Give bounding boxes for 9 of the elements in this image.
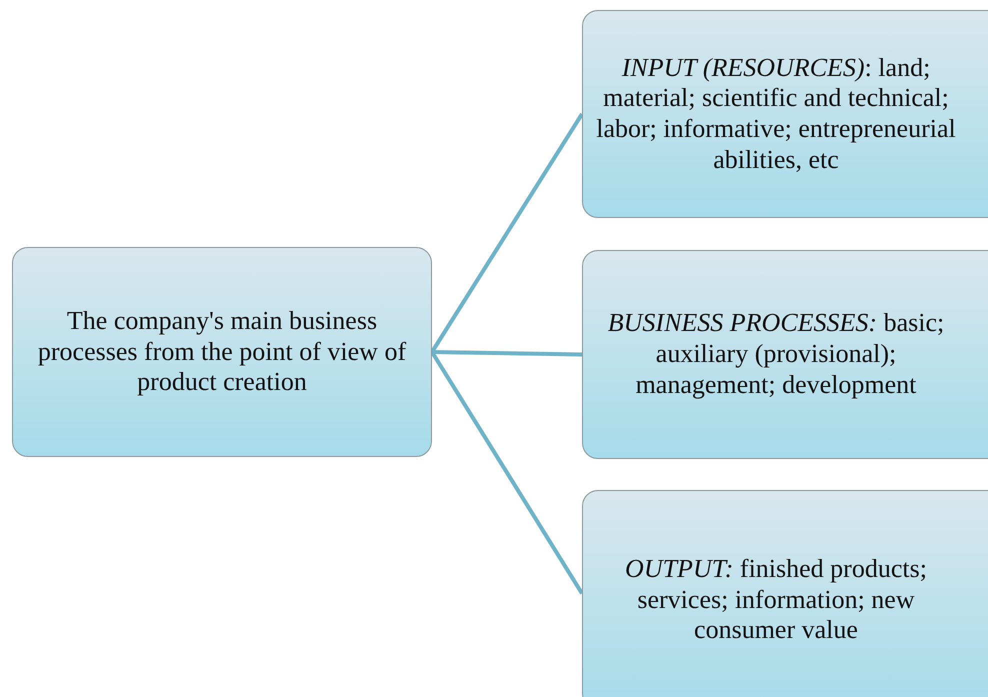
topic-box <box>12 247 432 457</box>
box-text: BUSINESS PROCESSES: basic; auxiliary (provisional); management; development <box>606 308 946 400</box>
box-text: OUTPUT: finished products; services; information; new consumer value <box>624 554 928 646</box>
connector-line <box>432 350 582 356</box>
category-box <box>582 490 988 697</box>
category-box <box>582 250 988 459</box>
box-text: INPUT (RESOURCES): land; material; scientific and technical; labor; informative; entrepreneurial abilities, etc <box>595 52 957 176</box>
category-box <box>582 10 988 218</box>
box-text: The company's main business processes from the point of view of product creation <box>36 306 408 398</box>
